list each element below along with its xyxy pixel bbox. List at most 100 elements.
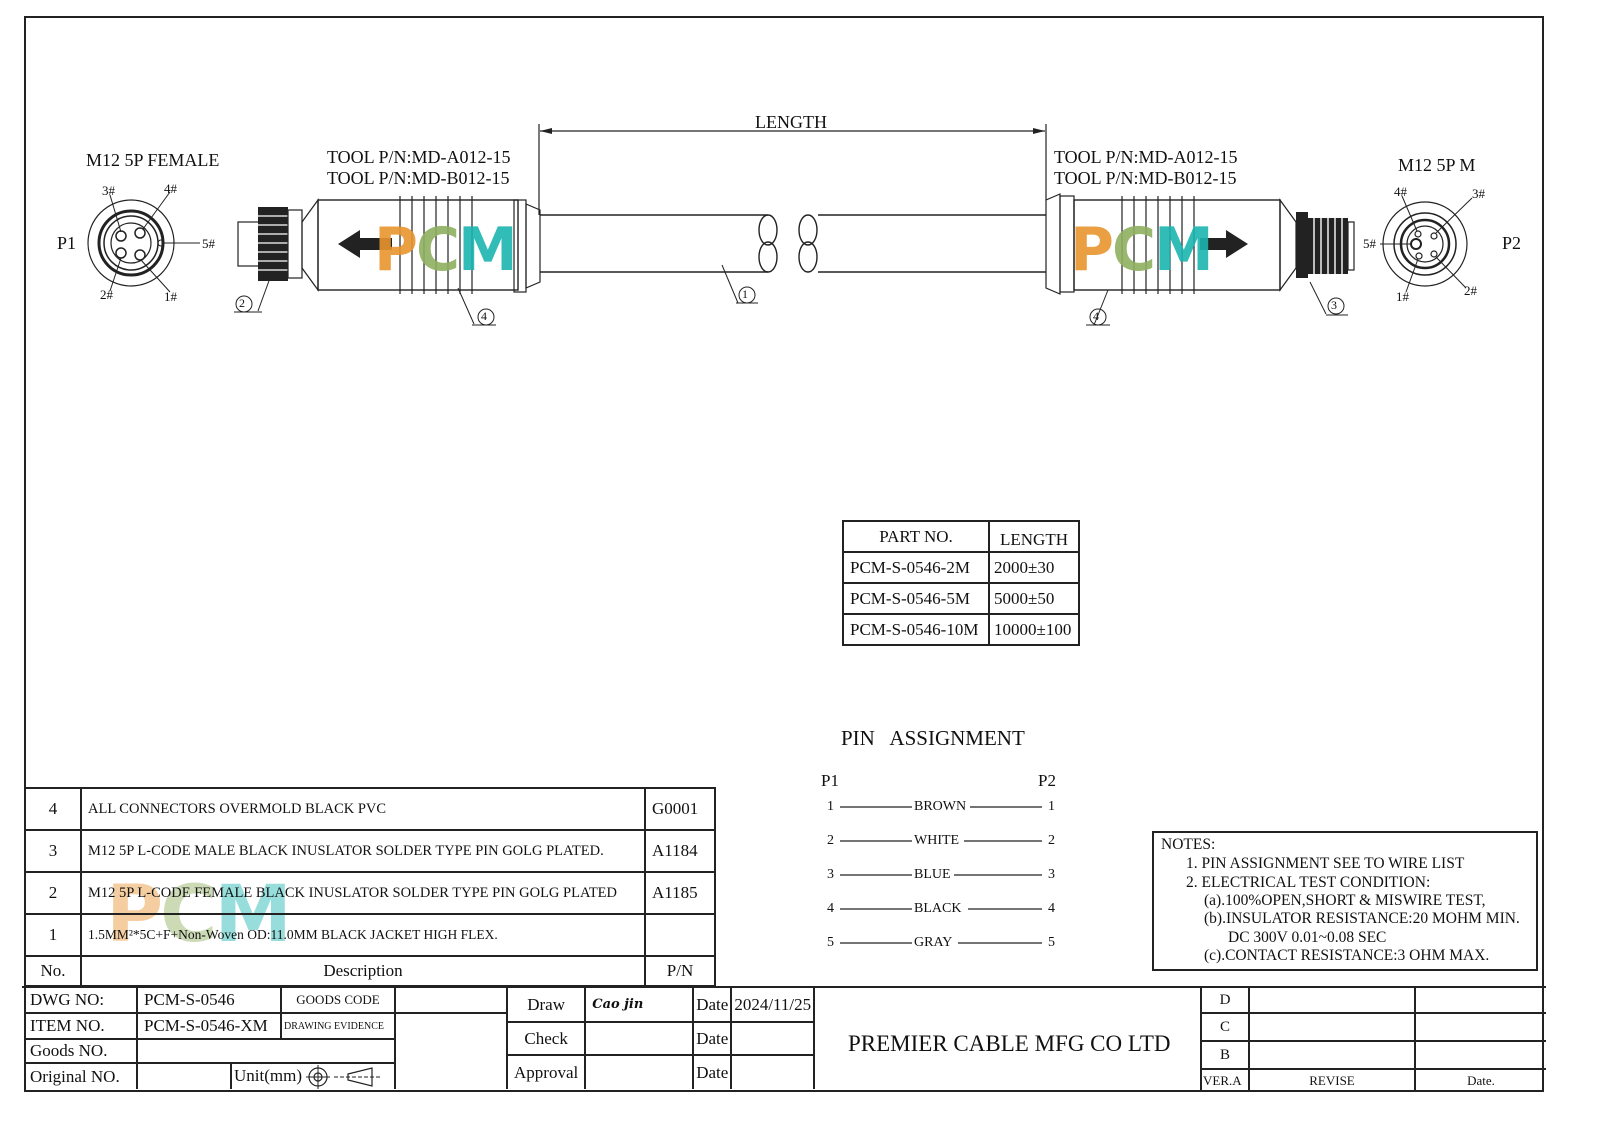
check-label: Check	[505, 1021, 587, 1056]
approval-date-value	[730, 1054, 816, 1089]
company-name: PREMIER CABLE MFG CO LTD	[848, 1031, 1171, 1056]
bom-pn: G0001	[644, 787, 716, 831]
pin-row-p1: 5	[827, 935, 834, 950]
length-cell: 10000±100	[988, 613, 1080, 646]
p2-face	[1380, 195, 1473, 293]
bom-header-pn: P/N	[644, 955, 716, 987]
original-no-label: Original NO.	[24, 1062, 138, 1089]
rev-c: C	[1200, 1012, 1250, 1042]
dwg-no-value: PCM-S-0546	[136, 986, 282, 1014]
approval-date-label: Date	[692, 1054, 733, 1089]
pin-row-color: WHITE	[914, 833, 960, 848]
draw-name: Cao jin	[584, 986, 695, 1023]
note-line: 1. PIN ASSIGNMENT SEE TO WIRE LIST	[1186, 855, 1465, 872]
draw-date-label: Date	[692, 986, 733, 1023]
drawing-frame	[24, 16, 1544, 1092]
right-tool-pn-b: TOOL P/N:MD-B012-15	[1054, 168, 1237, 188]
p1-pin3: 3#	[102, 183, 115, 198]
part-cell: PCM-S-0546-10M	[842, 613, 990, 646]
check-date-label: Date	[692, 1021, 733, 1056]
title-block-left: DWG NO: PCM-S-0546 GOODS CODE ITEM NO. P…	[24, 986, 508, 1089]
rev-b: B	[1200, 1040, 1250, 1070]
drawing-evidence-label: DRAWING EVIDENCE	[280, 1012, 396, 1040]
item-no-value: PCM-S-0546-XM	[136, 1012, 282, 1040]
bom-no: 1	[24, 913, 82, 957]
length-cell: 5000±50	[988, 582, 1080, 615]
pin-assignment-title: PIN ASSIGNMENT	[841, 726, 1025, 750]
callout-4-left: 4	[481, 309, 487, 323]
pin-row-p2: 5	[1048, 935, 1055, 950]
check-date-value	[730, 1021, 816, 1056]
bom-no: 2	[24, 871, 82, 915]
pin-row-p2: 1	[1048, 799, 1055, 814]
callout-1: 1	[742, 287, 748, 301]
bom-desc: ALL CONNECTORS OVERMOLD BLACK PVC	[80, 787, 646, 831]
pin-row-color: BLUE	[914, 867, 951, 882]
check-name	[584, 1021, 695, 1056]
title-block-top-rule	[22, 986, 1544, 988]
bom-pn: A1184	[644, 829, 716, 873]
p2-pin2: 2#	[1464, 283, 1477, 298]
part-cell: PCM-S-0546-2M	[842, 551, 990, 584]
approval-label: Approval	[505, 1054, 587, 1089]
bom-no: 3	[24, 829, 82, 873]
note-line: (a).100%OPEN,SHORT & MISWIRE TEST,	[1204, 892, 1486, 909]
p2-label: P2	[1502, 233, 1522, 253]
watermark-right: PCM	[1070, 215, 1214, 285]
draw-label: Draw	[505, 986, 587, 1023]
projection-symbol-icon	[306, 1064, 383, 1089]
draw-date-value: 2024/11/25	[730, 986, 816, 1023]
bom-desc: M12 5P L-CODE FEMALE BLACK INUSLATOR SOL…	[80, 871, 646, 915]
length-header: LENGTH	[988, 520, 1080, 553]
title-block-approval: Draw Cao jin Date 2024/11/25 Check Date …	[505, 986, 816, 1089]
pin-p1-header: P1	[821, 771, 839, 790]
rev-ver-header: VER.A	[1200, 1068, 1250, 1091]
goods-no-value	[136, 1038, 396, 1064]
length-label: LENGTH	[755, 112, 827, 132]
original-no-value	[136, 1062, 232, 1089]
right-tool-pn-a: TOOL P/N:MD-A012-15	[1054, 147, 1238, 167]
bom-header-desc: Description	[80, 955, 646, 987]
bom-pn	[644, 913, 716, 957]
pin-row-p1: 3	[827, 867, 834, 882]
callout-2: 2	[239, 296, 245, 310]
watermark-left: PCM	[374, 215, 518, 285]
bom-pn: A1185	[644, 871, 716, 915]
rev-date-header: Date.	[1414, 1068, 1546, 1091]
pin-row-p1: 4	[827, 901, 834, 916]
p2-pin4: 4#	[1394, 184, 1407, 199]
note-line: (b).INSULATOR RESISTANCE:20 MOHM MIN.	[1204, 910, 1520, 927]
p2-pin1: 1#	[1396, 289, 1409, 304]
pin-row-p1: 1	[827, 799, 834, 814]
p2-pin5: 5#	[1363, 236, 1376, 251]
p1-pin4: 4#	[164, 181, 177, 196]
bom-header-no: No.	[24, 955, 82, 987]
part-cell: PCM-S-0546-5M	[842, 582, 990, 615]
pin-row-color: GRAY	[914, 935, 953, 950]
goods-code-label: GOODS CODE	[280, 986, 396, 1014]
goods-no-label: Goods NO.	[24, 1038, 138, 1064]
p1-label: P1	[57, 233, 77, 253]
right-connector-title: M12 5P M	[1398, 155, 1476, 175]
dwg-no-label: DWG NO:	[24, 986, 138, 1014]
item-no-label: ITEM NO.	[24, 1012, 138, 1040]
p1-pin2: 2#	[100, 287, 113, 302]
part-header: PART NO.	[842, 520, 990, 553]
left-tool-pn-a: TOOL P/N:MD-A012-15	[327, 147, 511, 167]
pin-row-p2: 2	[1048, 833, 1055, 848]
pin-p2-header: P2	[1038, 771, 1056, 790]
p1-pin5: 5#	[202, 236, 215, 251]
pin-row-color: BLACK	[914, 901, 962, 916]
note-line: 2. ELECTRICAL TEST CONDITION:	[1186, 874, 1431, 891]
bom-no: 4	[24, 787, 82, 831]
left-tool-pn-b: TOOL P/N:MD-B012-15	[327, 168, 510, 188]
p2-pin3: 3#	[1472, 186, 1485, 201]
notes-title: NOTES:	[1161, 836, 1216, 853]
unit-cell: Unit(mm)	[230, 1062, 396, 1089]
callout-4-right: 4	[1093, 309, 1099, 323]
p1-pin1: 1#	[164, 289, 177, 304]
